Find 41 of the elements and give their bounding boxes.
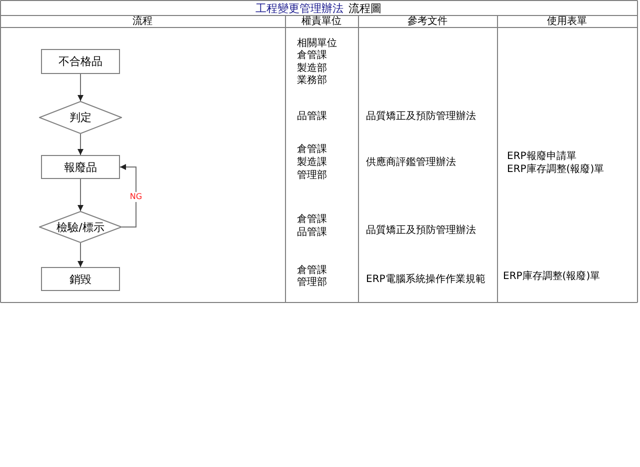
department-name: 倉管課 xyxy=(297,214,327,226)
column-header: 參考文件 xyxy=(408,16,448,28)
step-label: 判定 xyxy=(70,111,92,124)
diagram-title: 工程變更管理辦法 xyxy=(256,2,344,14)
process-box xyxy=(41,155,120,179)
department-name: 倉管課 xyxy=(297,144,327,156)
department-name: 倉管課 xyxy=(297,265,327,276)
flow-arrow xyxy=(78,242,84,268)
edge-label: NG xyxy=(128,192,144,202)
process-box xyxy=(41,267,120,291)
department-name: 製造課 xyxy=(297,157,327,169)
decision-diamond xyxy=(39,101,122,134)
column-header: 流程 xyxy=(132,16,152,28)
document-name: 供應商評鑑管理辦法 xyxy=(366,157,456,169)
column-header: 使用表單 xyxy=(547,16,587,28)
department-name: 製造部 xyxy=(297,63,327,74)
step-label: 不合格品 xyxy=(58,55,102,68)
department-name: 相關單位 xyxy=(297,38,337,50)
step-label: 銷毀 xyxy=(70,272,92,286)
document-name: 品質矯正及預防管理辦法 xyxy=(366,111,476,123)
department-name: 倉管課 xyxy=(297,50,327,62)
step-label: 檢驗/標示 xyxy=(56,220,104,234)
document-name: ERP電腦系統操作作業規範 xyxy=(366,274,486,286)
department-name: 品管課 xyxy=(297,227,327,239)
department-name: 業務部 xyxy=(297,75,327,87)
column-header: 權責單位 xyxy=(302,16,342,28)
department-name: 管理部 xyxy=(297,277,327,289)
flow-arrow xyxy=(78,178,84,212)
decision-diamond xyxy=(39,211,122,243)
title-suffix: 流程圖 xyxy=(348,2,382,14)
department-name: 品管課 xyxy=(297,111,327,123)
form-name: ERP庫存調整(報廢)單 xyxy=(503,271,600,283)
flow-arrow xyxy=(78,134,84,156)
form-name: ERP庫存調整(報廢)單 xyxy=(507,164,604,176)
flow-arrow xyxy=(78,74,84,102)
flow-arrow xyxy=(120,164,136,228)
department-name: 管理部 xyxy=(297,170,327,182)
process-box xyxy=(41,49,120,74)
step-label: 報廢品 xyxy=(64,160,97,174)
document-name: 品質矯正及預防管理辦法 xyxy=(366,225,476,237)
form-name: ERP報廢申請單 xyxy=(507,151,576,163)
